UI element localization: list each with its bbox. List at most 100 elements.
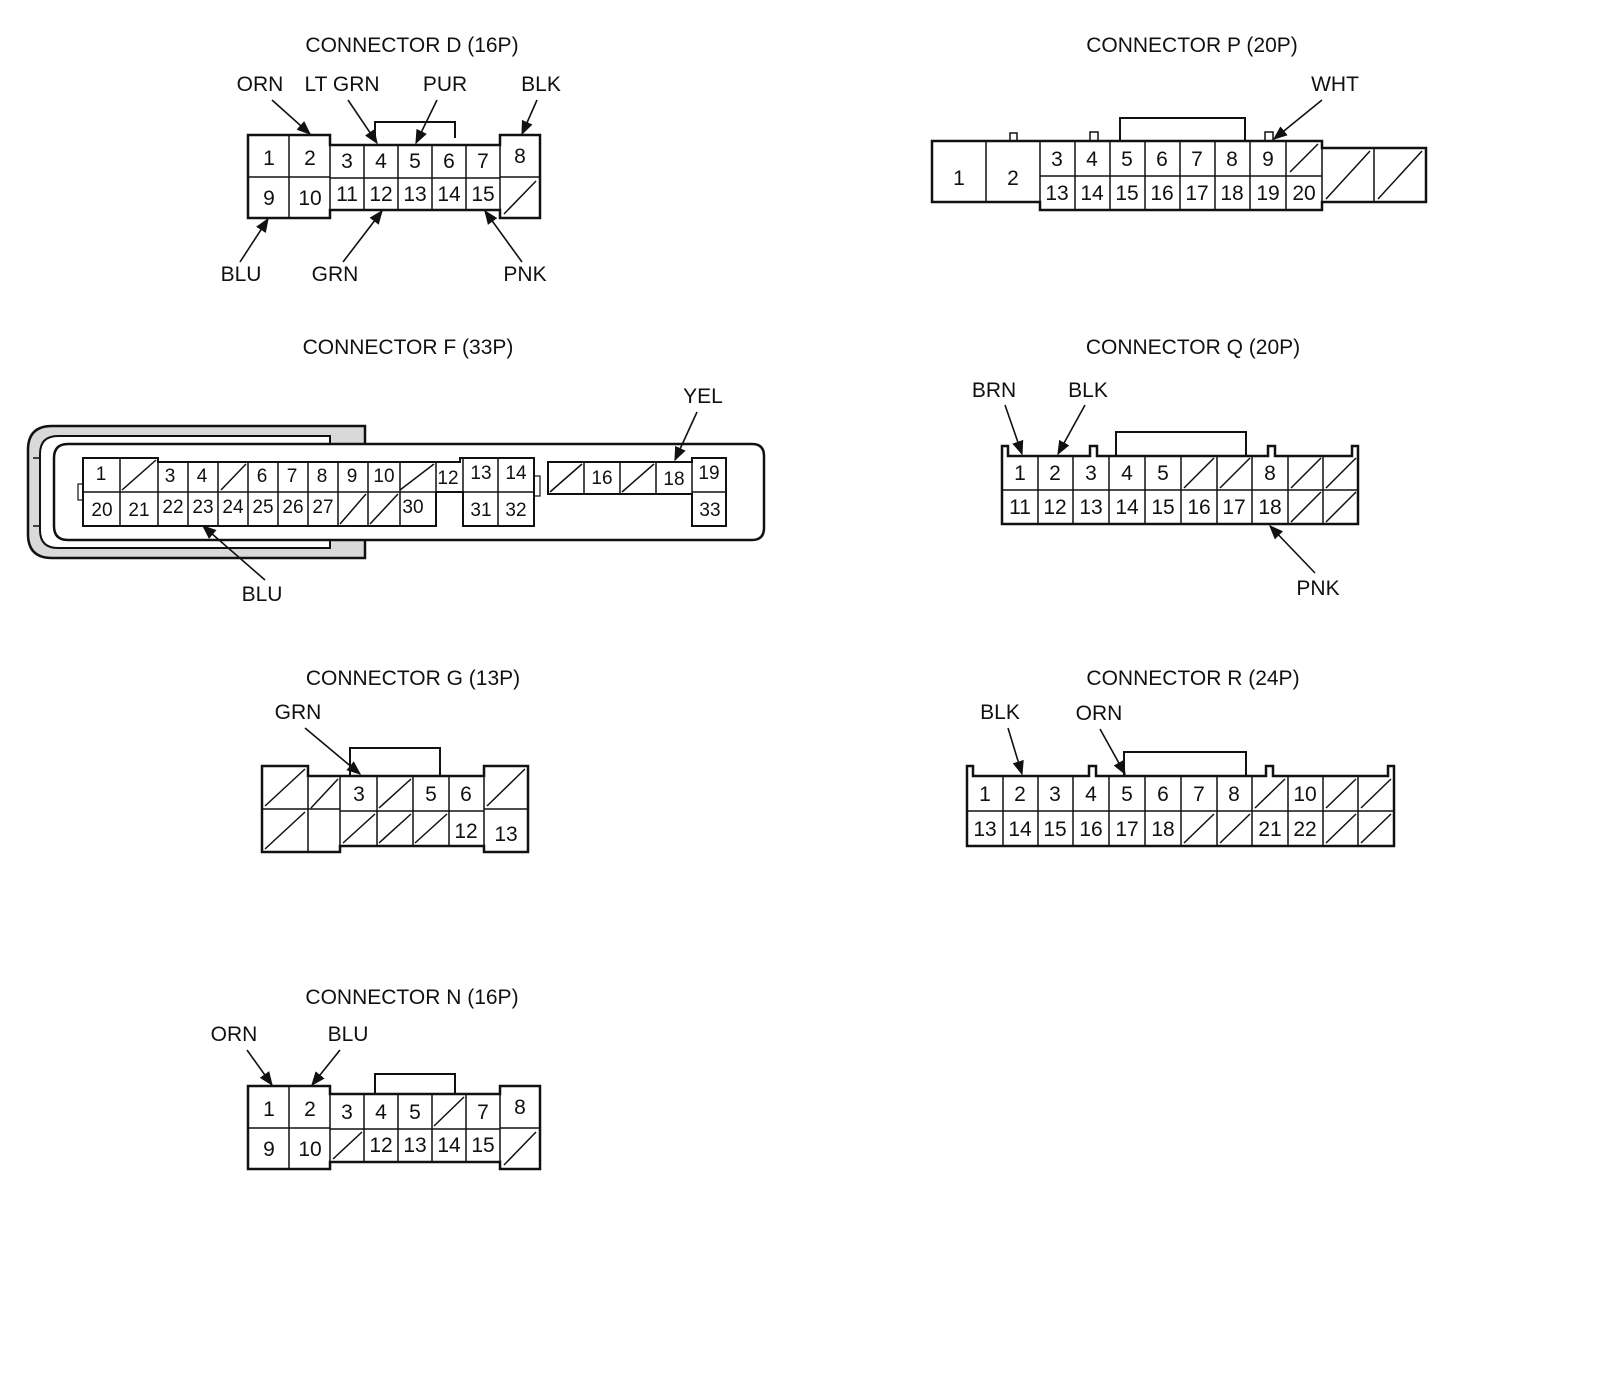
- pin: 6: [1156, 148, 1168, 171]
- pin: 15: [1151, 496, 1174, 519]
- pin: 22: [1293, 818, 1316, 841]
- pin: 6: [1157, 783, 1169, 806]
- connector-q-housing: [1000, 444, 1360, 526]
- pin: 1: [263, 1098, 275, 1121]
- pin: 14: [1008, 818, 1032, 841]
- pin: 25: [252, 497, 273, 518]
- pin: 8: [1228, 783, 1240, 806]
- pin: 19: [1256, 182, 1279, 205]
- pin: 3: [353, 783, 365, 806]
- pin: 11: [1009, 496, 1031, 519]
- wire-label: ORN: [1076, 702, 1123, 725]
- pin: 9: [263, 1138, 275, 1161]
- connector-f-title: CONNECTOR F (33P): [303, 336, 514, 359]
- pin: 13: [403, 1134, 426, 1157]
- pin: 5: [1121, 783, 1133, 806]
- wire-label: GRN: [312, 263, 359, 286]
- pin: 17: [1185, 182, 1208, 205]
- pin: 23: [192, 497, 213, 518]
- wire-label: GRN: [275, 701, 322, 724]
- pin: 22: [162, 497, 183, 518]
- pin: 24: [222, 497, 244, 518]
- pin: 30: [402, 497, 423, 518]
- pin: 3: [1049, 783, 1061, 806]
- pin: 16: [1079, 818, 1102, 841]
- connector-r-title: CONNECTOR R (24P): [1086, 667, 1299, 690]
- pin: 16: [591, 468, 612, 489]
- pin: 13: [1045, 182, 1068, 205]
- pin: 8: [1264, 462, 1276, 485]
- connector-n-title: CONNECTOR N (16P): [305, 986, 518, 1009]
- pin: 15: [471, 183, 494, 206]
- wire-label: BLU: [242, 583, 283, 606]
- pin: 5: [1157, 462, 1169, 485]
- wire-label: BLU: [221, 263, 262, 286]
- pin: 21: [1258, 818, 1281, 841]
- pin: 16: [1187, 496, 1210, 519]
- pin: 26: [282, 497, 303, 518]
- pin: 5: [425, 783, 437, 806]
- pin: 7: [477, 1101, 489, 1124]
- connector-p-title: CONNECTOR P (20P): [1086, 34, 1298, 57]
- pin: 13: [403, 183, 426, 206]
- connector-d: CONNECTOR D (16P) 1 2 3 4 5 6 7 8: [221, 34, 561, 286]
- pin: 14: [437, 183, 461, 206]
- pin: 7: [477, 150, 489, 173]
- connector-g-title: CONNECTOR G (13P): [306, 667, 520, 690]
- pin: 12: [369, 183, 392, 206]
- wire-label: LT GRN: [304, 73, 379, 96]
- pin: 9: [1262, 148, 1274, 171]
- pin: 17: [1115, 818, 1138, 841]
- pin: 4: [197, 466, 208, 487]
- pin: 4: [375, 150, 387, 173]
- pin: 7: [1193, 783, 1205, 806]
- pin: 8: [1226, 148, 1238, 171]
- pin: 19: [698, 463, 719, 484]
- pin: 12: [437, 468, 458, 489]
- pin: 4: [1121, 462, 1133, 485]
- wire-label: PUR: [423, 73, 467, 96]
- wire-label: BLK: [980, 701, 1020, 724]
- pin: 12: [1043, 496, 1066, 519]
- wire-label: YEL: [683, 385, 723, 408]
- pin: 10: [298, 1138, 321, 1161]
- pin: 12: [454, 820, 477, 843]
- pin: 6: [443, 150, 455, 173]
- connector-g: CONNECTOR G (13P) 3 5 6 12: [260, 667, 530, 854]
- pin: 14: [1115, 496, 1139, 519]
- pin: 13: [470, 463, 491, 484]
- pin: 1: [96, 464, 107, 485]
- pin: 1: [263, 147, 275, 170]
- pin: 14: [437, 1134, 461, 1157]
- pin: 15: [471, 1134, 494, 1157]
- pin: 32: [505, 500, 526, 521]
- pin: 10: [1293, 783, 1316, 806]
- pin: 31: [470, 500, 491, 521]
- connector-n: CONNECTOR N (16P) 1 2 3 4 5 7 8 9: [211, 986, 542, 1171]
- pin: 3: [165, 466, 176, 487]
- pin: 3: [341, 150, 353, 173]
- pin: 13: [973, 818, 996, 841]
- connector-p: CONNECTOR P (20P) 1 2 3 4: [930, 34, 1428, 212]
- pin: 8: [514, 145, 526, 168]
- pin: 8: [317, 466, 328, 487]
- wire-label: ORN: [211, 1023, 258, 1046]
- pin: 20: [91, 500, 112, 521]
- wire-label: PNK: [1296, 577, 1339, 600]
- pin: 13: [1079, 496, 1102, 519]
- pin: 4: [1085, 783, 1097, 806]
- wire-label: BLK: [1068, 379, 1108, 402]
- connector-d-title: CONNECTOR D (16P): [305, 34, 518, 57]
- pin: 4: [375, 1101, 387, 1124]
- pin: 2: [1049, 462, 1061, 485]
- connector-r: CONNECTOR R (24P) 1 2 3: [965, 667, 1396, 848]
- pin: 9: [263, 187, 275, 210]
- pin: 12: [369, 1134, 392, 1157]
- pin: 18: [1151, 818, 1174, 841]
- pin: 27: [312, 497, 333, 518]
- pin: 6: [460, 783, 472, 806]
- pin: 2: [304, 147, 316, 170]
- pin: 18: [1258, 496, 1281, 519]
- pin: 14: [505, 463, 527, 484]
- pin: 3: [341, 1101, 353, 1124]
